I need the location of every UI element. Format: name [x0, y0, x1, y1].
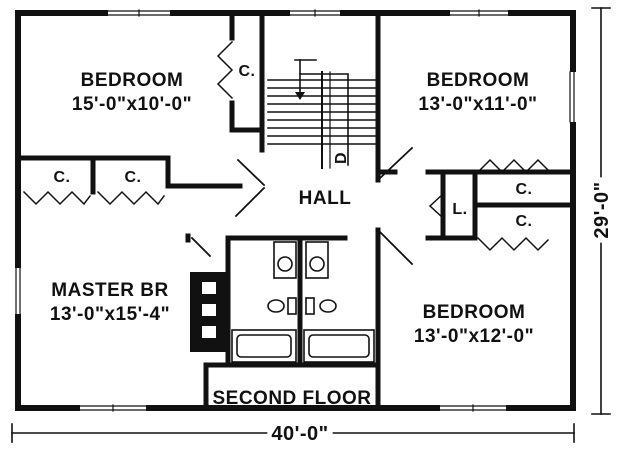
- master-size: 13'-0"x15'-4": [50, 304, 170, 325]
- width-dimension-backing: [267, 422, 333, 446]
- depth-dimension-backing: [590, 177, 614, 243]
- bath-fixtures: [231, 241, 375, 363]
- room-labels: BEDROOM 15'-0"x10'-0" BEDROOM 13'-0"x11'…: [50, 63, 614, 446]
- hall-label: HALL: [299, 188, 352, 209]
- closet-label: C.: [54, 169, 71, 186]
- closet-doors: [22, 40, 550, 252]
- linen-closet-label: L.: [452, 201, 467, 218]
- bedroom-se-name: BEDROOM: [423, 302, 526, 323]
- depth-dimension: 29'-0": [591, 181, 613, 238]
- bedroom-nw-name: BEDROOM: [81, 70, 184, 91]
- width-dimension: 40'-0": [271, 423, 328, 445]
- closet-label: C.: [516, 181, 533, 198]
- closet-label: C.: [516, 213, 533, 230]
- stair-down-label: D: [333, 152, 350, 164]
- floor-title: SECOND FLOOR: [212, 388, 371, 409]
- built-in-cabinet: [190, 272, 226, 352]
- windows: [14, 9, 577, 413]
- master-name: MASTER BR: [51, 280, 168, 301]
- bedroom-se-size: 13'-0"x12'-0": [414, 326, 534, 347]
- closet-label: C.: [125, 169, 142, 186]
- door-swings: [190, 146, 414, 266]
- stairs: [267, 59, 379, 169]
- bedroom-ne-name: BEDROOM: [427, 70, 530, 91]
- bedroom-nw-size: 15'-0"x10'-0": [72, 94, 192, 115]
- bedroom-ne-size: 13'-0"x11'-0": [418, 94, 537, 115]
- interior-walls: [15, 10, 573, 411]
- closet-label: C.: [239, 63, 256, 80]
